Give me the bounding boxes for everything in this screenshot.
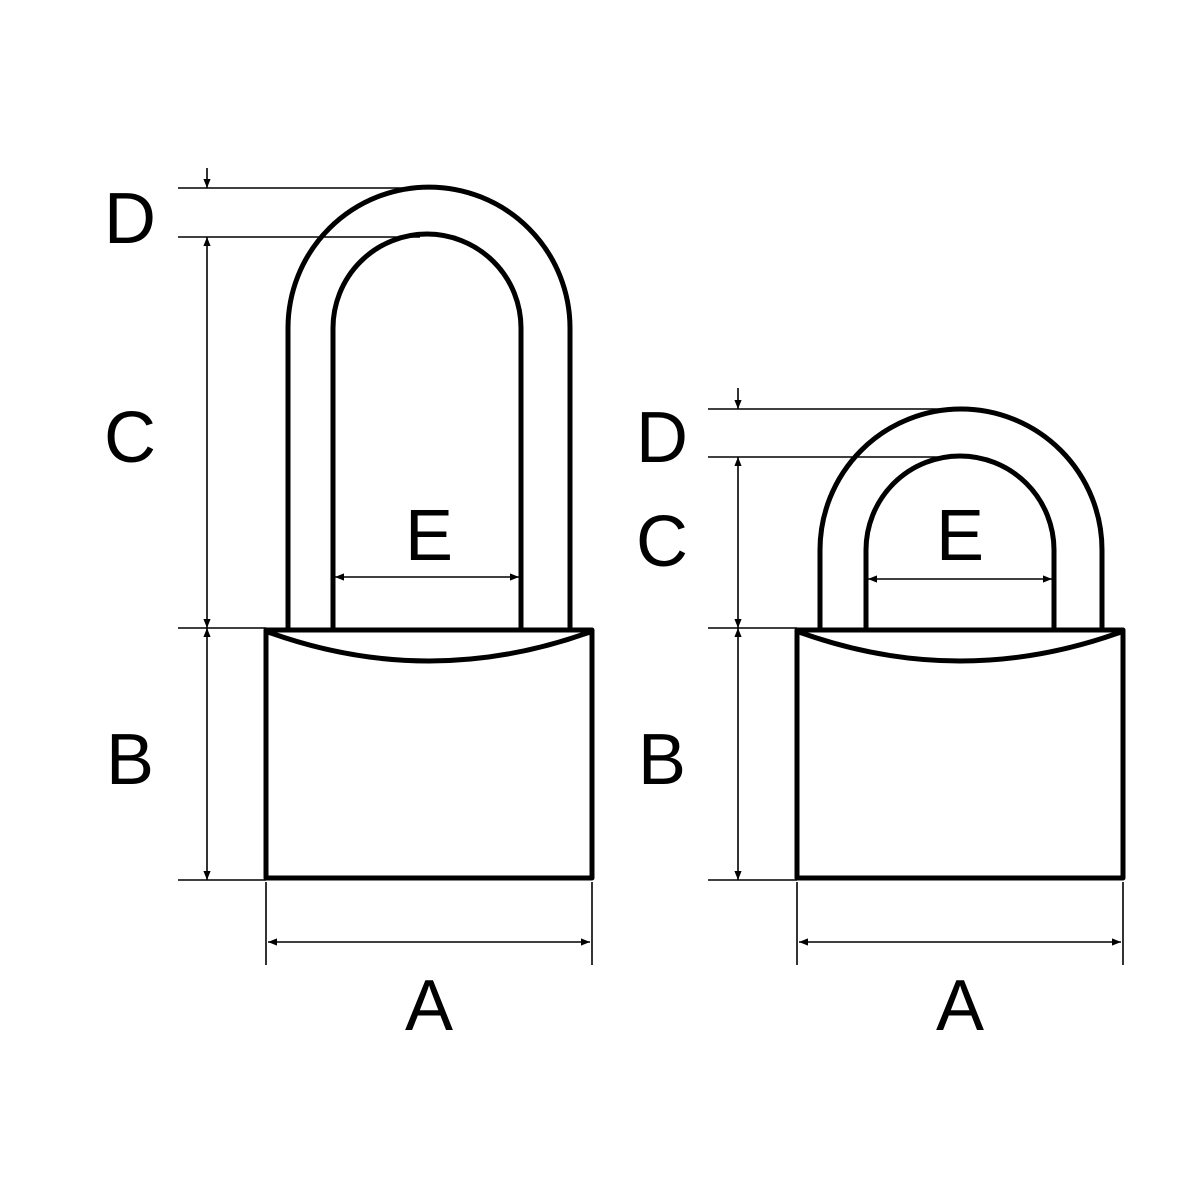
- long-label-c: C: [104, 398, 156, 478]
- long-label-d: D: [104, 179, 156, 259]
- long-label-b: B: [106, 720, 154, 800]
- long-label-e: E: [405, 496, 453, 576]
- short-body-top-curve: [798, 629, 1122, 664]
- short-label-b: B: [638, 720, 686, 800]
- long-shackle-padlock: D C E B A: [104, 168, 595, 1046]
- short-extension-lines: [708, 408, 1124, 965]
- short-label-a: A: [936, 966, 984, 1046]
- long-body-top-curve: [267, 629, 591, 664]
- long-extension-lines: [178, 187, 593, 965]
- short-shackle-padlock: D C E B A: [636, 388, 1126, 1046]
- short-label-d: D: [636, 398, 688, 478]
- long-shackle: [285, 184, 573, 628]
- short-lock-body: [794, 627, 1126, 881]
- short-label-c: C: [636, 502, 688, 582]
- short-shackle: [817, 406, 1105, 628]
- long-label-a: A: [405, 966, 453, 1046]
- short-label-e: E: [936, 496, 984, 576]
- long-lock-body: [263, 627, 595, 881]
